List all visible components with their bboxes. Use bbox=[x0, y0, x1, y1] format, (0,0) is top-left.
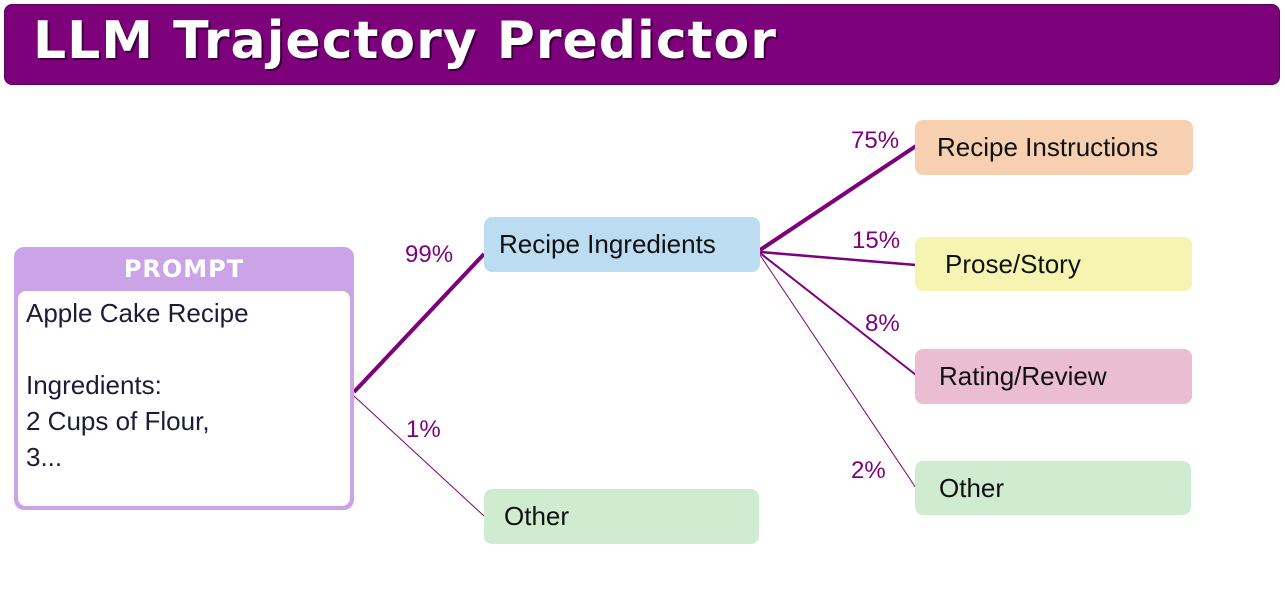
node-label: Rating/Review bbox=[939, 361, 1107, 391]
edge-prompt-to-ingredients bbox=[352, 252, 486, 394]
edge-ingredients-to-prose bbox=[759, 250, 917, 267]
edge-label-99: 99% bbox=[405, 241, 453, 268]
prompt-body: Apple Cake Recipe Ingredients: 2 Cups of… bbox=[18, 291, 350, 506]
title-bar: LLM Trajectory Predictor bbox=[4, 4, 1280, 85]
edge-ingredients-to-rating bbox=[759, 252, 917, 376]
node-recipe-ingredients: Recipe Ingredients bbox=[484, 217, 760, 272]
node-label: Recipe Ingredients bbox=[499, 229, 716, 259]
edge-label-15: 15% bbox=[852, 227, 900, 254]
edge-label-75: 75% bbox=[851, 127, 899, 154]
edge-prompt-to-other bbox=[353, 395, 485, 517]
edge-label-2: 2% bbox=[851, 457, 886, 484]
prompt-header: PROMPT bbox=[123, 255, 245, 283]
node-other-level2: Other bbox=[915, 461, 1191, 515]
node-label: Other bbox=[504, 501, 570, 531]
prompt-line bbox=[26, 331, 342, 367]
prompt-line: Apple Cake Recipe bbox=[26, 298, 249, 328]
prompt-line: 3... bbox=[26, 442, 63, 472]
edge-label-1: 1% bbox=[406, 416, 441, 443]
prompt-line: 2 Cups of Flour, bbox=[26, 406, 210, 436]
node-label: Recipe Instructions bbox=[937, 132, 1159, 162]
node-rating-review: Rating/Review bbox=[915, 349, 1192, 404]
node-prose-story: Prose/Story bbox=[915, 237, 1192, 291]
node-label: Prose/Story bbox=[945, 248, 1081, 279]
edge-label-8: 8% bbox=[865, 310, 900, 337]
node-label: Other bbox=[939, 472, 1005, 503]
edge-ingredients-to-instructions bbox=[758, 144, 918, 252]
prompt-box: PROMPT Apple Cake Recipe Ingredients: 2 … bbox=[14, 247, 354, 510]
page-title: LLM Trajectory Predictor bbox=[33, 11, 777, 71]
node-recipe-instructions: Recipe Instructions bbox=[915, 120, 1193, 175]
edge-ingredients-to-other bbox=[759, 254, 917, 489]
prompt-line: Ingredients: bbox=[26, 370, 162, 400]
node-other-level1: Other bbox=[484, 489, 759, 544]
